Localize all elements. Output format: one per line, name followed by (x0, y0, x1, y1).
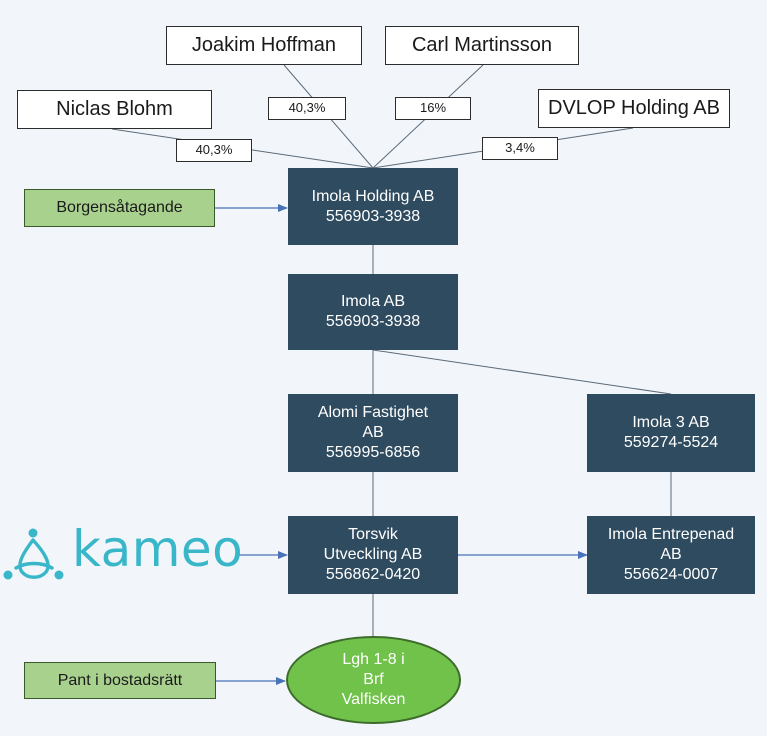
company-org-number: 556903-3938 (325, 313, 421, 330)
kameo-logo-text: kameo (72, 520, 244, 578)
owner-carl-martinsson: Carl Martinsson (385, 26, 579, 65)
company-imola-holding: Imola Holding AB 556903-3938 (288, 168, 458, 245)
share-label-niclas: 40,3% (176, 139, 252, 162)
company-org-number: 559274-5524 (623, 434, 719, 451)
pant-box: Pant i bostadsrätt (24, 662, 216, 699)
owner-niclas-blohm: Niclas Blohm (17, 90, 212, 129)
company-name-line2: AB (660, 546, 682, 563)
company-imola-ab: Imola AB 556903-3938 (288, 274, 458, 350)
company-name: Torsvik (348, 526, 398, 543)
company-name-line2: AB (362, 424, 384, 441)
company-org-number: 556995-6856 (325, 444, 421, 461)
share-label-dvlop: 3,4% (482, 137, 558, 160)
owner-name: Joakim Hoffman (191, 34, 337, 56)
property-ellipse: Lgh 1-8 i Brf Valfisken (286, 636, 461, 724)
company-org-number: 556862-0420 (325, 566, 421, 583)
company-imola-3: Imola 3 AB 559274-5524 (587, 394, 755, 472)
company-imola-entrepenad: Imola Entrepenad AB 556624-0007 (587, 516, 755, 594)
kameo-logo-icon (3, 528, 64, 580)
company-name: Alomi Fastighet (317, 404, 429, 421)
company-name: Imola 3 AB (632, 414, 710, 431)
owner-name: Carl Martinsson (411, 34, 553, 56)
company-name: Imola AB (340, 293, 406, 310)
company-org-number: 556903-3938 (325, 207, 421, 225)
owner-name: DVLOP Holding AB (548, 97, 720, 119)
company-name: Imola Entrepenad (607, 526, 735, 543)
borgen-box: Borgensåtagande (24, 189, 215, 227)
owner-name: Niclas Blohm (56, 98, 173, 120)
company-name-line2: Utveckling AB (323, 546, 423, 563)
company-org-number: 556624-0007 (623, 566, 719, 583)
link-imola-imola3 (372, 349, 672, 395)
kameo-logo: kameo (2, 520, 243, 584)
owner-joakim-hoffman: Joakim Hoffman (166, 26, 362, 65)
company-name: Imola Holding AB (311, 187, 435, 205)
owner-dvlop-holding: DVLOP Holding AB (538, 89, 730, 128)
company-alomi-fastighet: Alomi Fastighet AB 556995-6856 (288, 394, 458, 472)
share-label-carl: 16% (395, 97, 471, 120)
company-torsvik-utveckling: Torsvik Utveckling AB 556862-0420 (288, 516, 458, 594)
share-label-joakim: 40,3% (268, 97, 346, 120)
